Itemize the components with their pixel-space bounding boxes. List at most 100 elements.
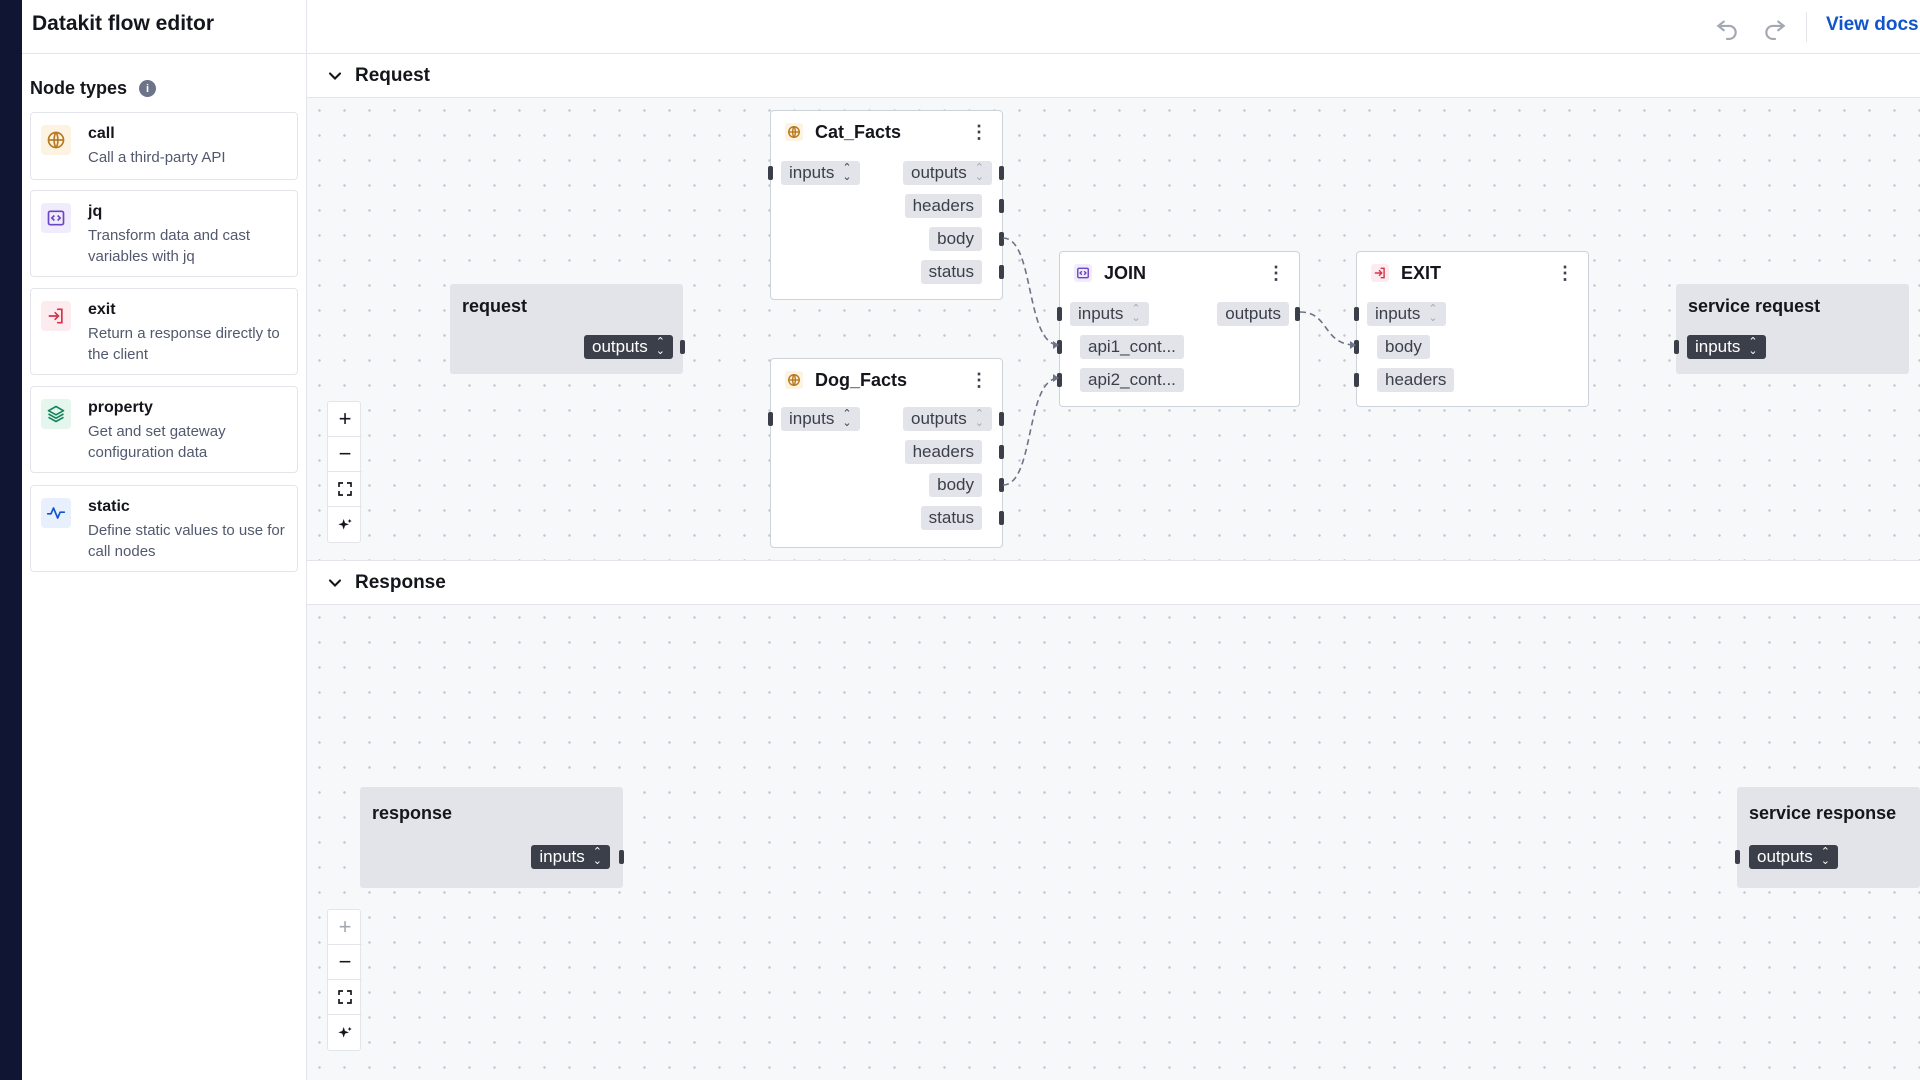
- output-handle[interactable]: [999, 478, 1004, 492]
- pill-label: inputs: [539, 847, 585, 866]
- zoom-out-button[interactable]: −: [328, 437, 362, 472]
- input-handle[interactable]: [1057, 340, 1062, 354]
- outputs-toggle[interactable]: outputs ⌃⌄: [903, 407, 992, 431]
- input-handle[interactable]: [1354, 340, 1359, 354]
- node-title: EXIT: [1401, 263, 1442, 283]
- divider: [307, 560, 1920, 561]
- input-handle[interactable]: [1057, 307, 1062, 321]
- sparkle-icon[interactable]: [328, 1015, 362, 1050]
- service-response-node[interactable]: service response outputs ⌃⌄: [1735, 787, 1920, 888]
- inputs-toggle[interactable]: inputs ⌃⌄: [1687, 335, 1766, 359]
- chevron-updown-icon: ⌃⌄: [974, 408, 984, 429]
- outputs-toggle[interactable]: outputs ⌃⌄: [903, 161, 992, 185]
- input-field: api1_cont...: [1080, 335, 1184, 359]
- node-title: Dog_Facts: [815, 370, 908, 390]
- pill-label: inputs: [789, 409, 835, 428]
- output-handle[interactable]: [619, 850, 624, 864]
- inputs-toggle[interactable]: inputs ⌃⌄: [1367, 302, 1446, 326]
- output-handle[interactable]: [999, 166, 1004, 180]
- node-type-call[interactable]: call Call a third-party API: [30, 112, 298, 180]
- input-handle[interactable]: [1057, 373, 1062, 387]
- redo-icon[interactable]: [1762, 14, 1788, 40]
- chevron-down-icon[interactable]: [325, 66, 345, 86]
- fit-view-icon[interactable]: [328, 980, 362, 1015]
- more-vertical-icon[interactable]: ⋮: [1267, 263, 1285, 283]
- exit-node[interactable]: EXIT ⋮ inputs ⌃⌄ body headers: [1354, 251, 1589, 407]
- section-header-response[interactable]: Response: [307, 561, 1920, 605]
- section-header-request[interactable]: Request: [307, 54, 1920, 98]
- chevron-updown-icon: ⌃⌄: [1748, 336, 1758, 357]
- zoom-in-button[interactable]: +: [328, 402, 362, 437]
- outputs-toggle[interactable]: outputs ⌃⌄: [1749, 845, 1838, 869]
- pulse-icon: [41, 498, 71, 528]
- input-handle[interactable]: [1735, 850, 1740, 864]
- node-type-description: Call a third-party API: [88, 149, 226, 166]
- info-icon[interactable]: i: [139, 80, 157, 97]
- output-handle[interactable]: [999, 199, 1004, 213]
- undo-icon[interactable]: [1714, 14, 1740, 40]
- node-type-description: Transform data and cast variables with j…: [88, 227, 251, 265]
- output-handle[interactable]: [1295, 307, 1300, 321]
- chevron-down-icon[interactable]: [325, 573, 345, 593]
- input-handle[interactable]: [1354, 307, 1359, 321]
- node-type-name: call: [88, 125, 115, 142]
- response-node[interactable]: response inputs ⌃⌄: [360, 787, 624, 888]
- left-nav-strip: [0, 0, 22, 1080]
- section-title: Response: [355, 572, 446, 593]
- zoom-out-button[interactable]: −: [328, 945, 362, 980]
- pill-label: inputs: [1695, 337, 1741, 356]
- output-handle[interactable]: [999, 265, 1004, 279]
- input-handle[interactable]: [768, 166, 773, 180]
- input-handle[interactable]: [1674, 340, 1679, 354]
- inputs-toggle[interactable]: inputs ⌃⌄: [781, 161, 860, 185]
- node-title: response: [372, 803, 453, 823]
- output-handle[interactable]: [999, 412, 1004, 426]
- output-handle[interactable]: [999, 445, 1004, 459]
- node-type-name: static: [88, 498, 130, 515]
- output-field: body: [929, 227, 982, 251]
- cat-facts-node[interactable]: Cat_Facts ⋮ inputs ⌃⌄ outputs ⌃⌄ headers…: [768, 110, 1004, 300]
- top-toolbar: [307, 0, 1920, 54]
- section-title: Request: [355, 65, 430, 86]
- node-type-exit[interactable]: exit Return a response directly to the c…: [30, 288, 298, 375]
- output-handle[interactable]: [680, 340, 685, 354]
- outputs-toggle[interactable]: outputs ⌃⌄: [584, 335, 673, 359]
- node-type-description: Define static values to use for call nod…: [88, 522, 285, 560]
- fit-view-icon[interactable]: [328, 472, 362, 507]
- outputs-label: outputs: [1217, 302, 1289, 326]
- input-handle[interactable]: [768, 412, 773, 426]
- zoom-in-button[interactable]: +: [328, 910, 362, 945]
- zoom-controls: + −: [327, 401, 362, 543]
- output-field: status: [920, 260, 982, 284]
- service-request-node[interactable]: service request inputs ⌃⌄: [1674, 284, 1909, 374]
- more-vertical-icon[interactable]: ⋮: [970, 122, 988, 142]
- globe-icon: [785, 123, 803, 141]
- code-icon: [41, 203, 71, 233]
- node-type-jq[interactable]: jq Transform data and cast variables wit…: [30, 190, 298, 277]
- node-type-description: Get and set gateway configuration data: [88, 423, 226, 461]
- input-handle[interactable]: [1354, 373, 1359, 387]
- chevron-updown-icon: ⌃⌄: [842, 162, 852, 183]
- inputs-toggle[interactable]: inputs ⌃⌄: [1070, 302, 1149, 326]
- join-node[interactable]: JOIN ⋮ inputs ⌃⌄ outputs api1_cont... ap…: [1057, 251, 1300, 407]
- node-type-property[interactable]: property Get and set gateway configurati…: [30, 386, 298, 473]
- output-handle[interactable]: [999, 511, 1004, 525]
- pill-label: inputs: [789, 163, 835, 182]
- chevron-updown-icon: ⌃⌄: [974, 162, 984, 183]
- output-handle[interactable]: [999, 232, 1004, 246]
- view-docs-link[interactable]: View docs: [1826, 14, 1919, 35]
- zoom-controls: + −: [327, 909, 362, 1051]
- input-field: api2_cont...: [1080, 368, 1184, 392]
- more-vertical-icon[interactable]: ⋮: [970, 370, 988, 390]
- output-field: status: [920, 506, 982, 530]
- node-type-name: exit: [88, 301, 116, 318]
- node-type-static[interactable]: static Define static values to use for c…: [30, 485, 298, 572]
- more-vertical-icon[interactable]: ⋮: [1556, 263, 1574, 283]
- inputs-toggle[interactable]: inputs ⌃⌄: [781, 407, 860, 431]
- request-node[interactable]: request outputs ⌃⌄: [450, 284, 685, 374]
- sparkle-icon[interactable]: [328, 507, 362, 542]
- dog-facts-node[interactable]: Dog_Facts ⋮ inputs ⌃⌄ outputs ⌃⌄ headers…: [768, 358, 1004, 548]
- inputs-toggle[interactable]: inputs ⌃⌄: [531, 845, 610, 869]
- chevron-updown-icon: ⌃⌄: [842, 408, 852, 429]
- node-title: service response: [1749, 803, 1897, 823]
